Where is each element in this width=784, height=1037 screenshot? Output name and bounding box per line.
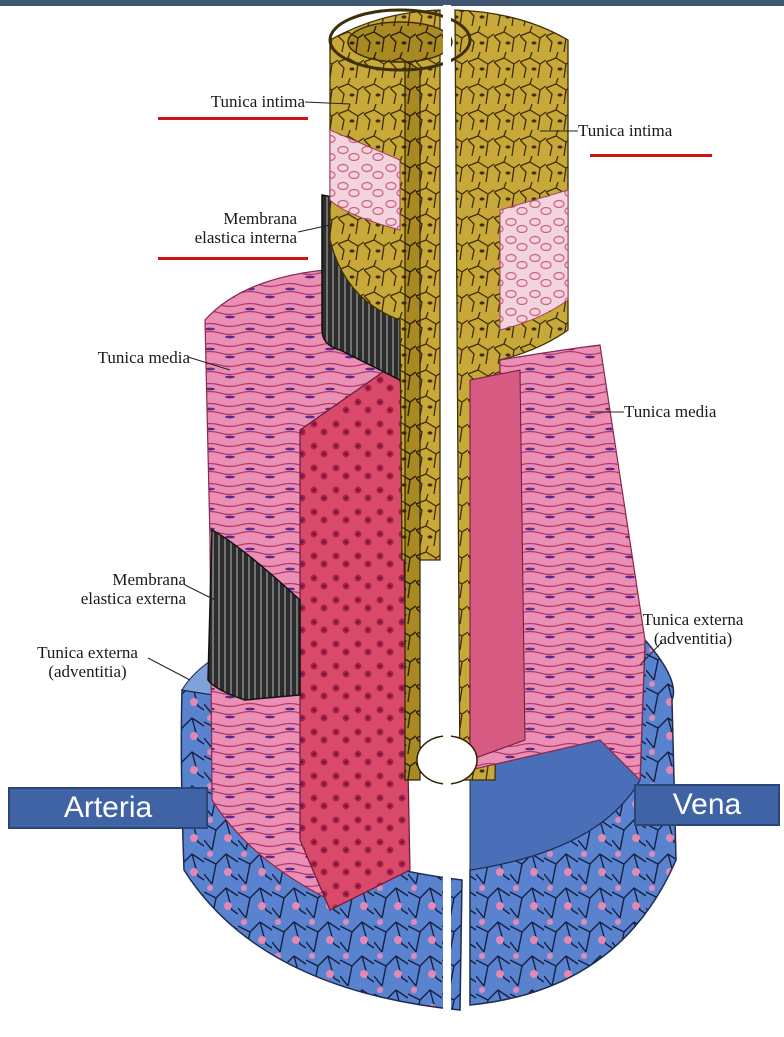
artery-media-cut: [300, 360, 410, 910]
vena-box: Vena: [634, 784, 780, 826]
label-vein-tunica-media: Tunica media: [624, 402, 716, 421]
underline-artery-elastica-interna: [158, 257, 308, 260]
underline-artery-intima: [158, 117, 308, 120]
underline-vein-intima: [590, 154, 712, 157]
label-vein-tunica-intima: Tunica intima: [578, 121, 672, 140]
arteria-box: Arteria: [8, 787, 208, 829]
label-artery-tunica-externa: Tunica externa (adventitia): [10, 643, 165, 681]
label-vein-tunica-externa: Tunica externa (adventitia): [628, 610, 758, 648]
artery-inner-lumen-wall: [405, 60, 420, 780]
vessel-top-inner: [348, 22, 452, 62]
label-artery-membrana-elastica-externa: Membrana elastica externa: [40, 570, 186, 608]
label-artery-tunica-intima: Tunica intima: [140, 92, 305, 111]
label-artery-tunica-media: Tunica media: [30, 348, 190, 367]
vein-media-cut: [470, 370, 525, 760]
label-artery-membrana-elastica-interna: Membrana elastica interna: [140, 209, 297, 247]
